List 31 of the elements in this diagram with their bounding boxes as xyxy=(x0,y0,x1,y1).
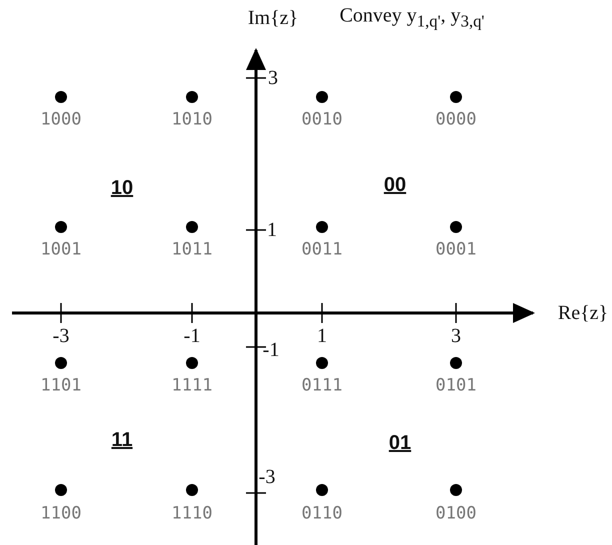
bit-label: 0110 xyxy=(302,506,342,522)
bit-label: 1010 xyxy=(172,112,212,128)
tick-label: 1 xyxy=(267,220,277,240)
bit-label: 0111 xyxy=(302,378,342,394)
quadrant-label: 10 xyxy=(110,178,134,198)
bit-label: 0101 xyxy=(436,378,476,394)
bit-label: 0100 xyxy=(436,506,476,522)
quadrant-label: 01 xyxy=(388,433,412,453)
bit-label: 1111 xyxy=(172,378,212,394)
axis-note: Convey y$_{1,q'}$, y$_{3,q'}$ xyxy=(340,6,484,30)
bit-label: 1011 xyxy=(172,242,212,258)
bit-label: 0001 xyxy=(436,242,476,258)
bit-label: 0000 xyxy=(436,112,476,128)
quadrant-label: 11 xyxy=(111,430,133,450)
bit-label: 0011 xyxy=(302,242,342,258)
tick-label: 3 xyxy=(268,68,278,88)
tick-label: -3 xyxy=(258,467,276,487)
bit-label: 1101 xyxy=(40,378,82,394)
tick-label: -3 xyxy=(52,326,70,346)
quadrant-label: 00 xyxy=(384,175,406,195)
axis-label: Im{z} xyxy=(248,8,298,28)
tick-label: -1 xyxy=(184,326,200,346)
bit-label: 0010 xyxy=(302,112,342,128)
bit-label: 1001 xyxy=(40,242,82,258)
bit-label: 1110 xyxy=(172,506,212,522)
bit-label: 1100 xyxy=(40,506,82,522)
tick-label: -1 xyxy=(262,340,280,360)
axis-label: Re{z} xyxy=(558,303,608,323)
bit-label: 1000 xyxy=(40,112,82,128)
tick-label: 3 xyxy=(451,326,461,346)
tick-label: 1 xyxy=(317,326,327,346)
